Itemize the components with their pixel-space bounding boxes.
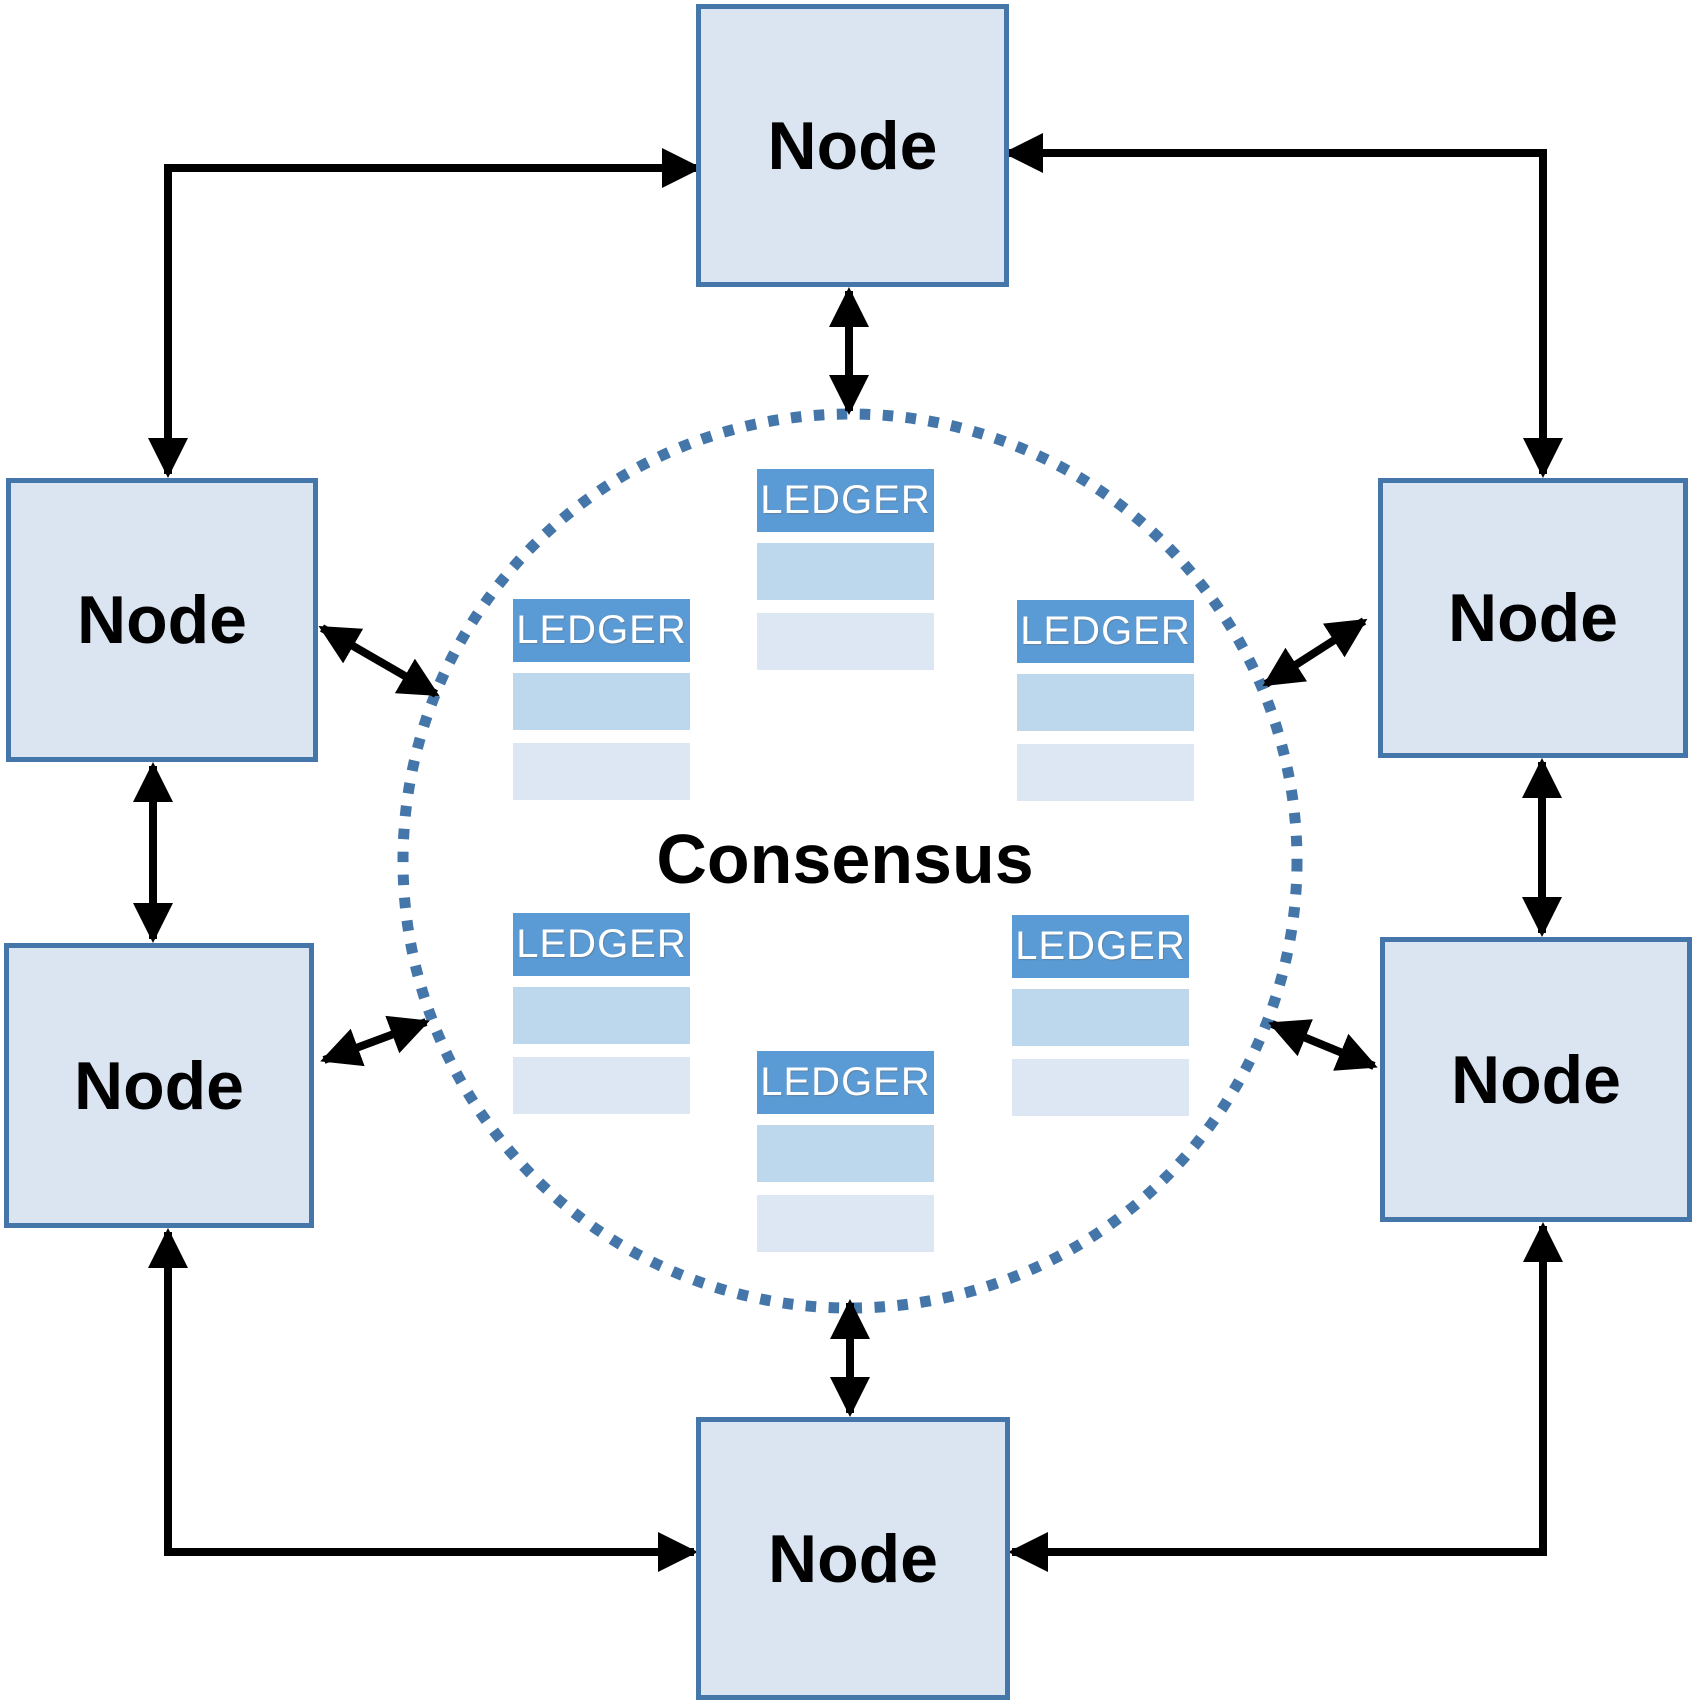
- ledger-header: LEDGER: [1012, 915, 1189, 978]
- connector-left-upper-node-to-circle: [318, 624, 440, 698]
- connector-bottom-node-to-right-lower-node: [1008, 1222, 1563, 1572]
- ledger-row: [513, 743, 690, 800]
- ledger-table-top: LEDGER: [757, 469, 934, 670]
- connector-top-node-to-left-upper-node: [148, 148, 702, 478]
- ledger-row: [1017, 744, 1194, 801]
- connector-right-lower-node-to-circle: [1268, 1019, 1378, 1071]
- node-box-top: Node: [696, 4, 1009, 287]
- ledger-row: [757, 613, 934, 670]
- ledger-row: [757, 1125, 934, 1182]
- ledger-header: LEDGER: [513, 913, 690, 976]
- connector-left-lower-node-to-circle: [320, 1015, 430, 1067]
- connector-right-upper-node-to-circle: [1262, 617, 1368, 688]
- node-label: Node: [77, 582, 247, 658]
- ledger-row: [513, 673, 690, 730]
- ledger-table-upper-left: LEDGER: [513, 599, 690, 800]
- ledger-table-lower-left: LEDGER: [513, 913, 690, 1114]
- node-box-bottom: Node: [696, 1417, 1010, 1700]
- ledger-row: [1012, 989, 1189, 1046]
- node-box-left-upper: Node: [6, 478, 318, 762]
- ledger-row: [1017, 674, 1194, 731]
- consensus-label: Consensus: [656, 820, 1034, 898]
- ledger-row: [1012, 1059, 1189, 1116]
- node-label: Node: [768, 1520, 938, 1597]
- ledger-row: [513, 987, 690, 1044]
- ledger-header: LEDGER: [513, 599, 690, 662]
- ledger-table-lower-right: LEDGER: [1012, 915, 1189, 1116]
- ledger-row: [757, 543, 934, 600]
- ledger-row: [513, 1057, 690, 1114]
- ledger-header: LEDGER: [757, 469, 934, 532]
- node-box-right-upper: Node: [1378, 478, 1688, 758]
- connector-left-lower-node-to-bottom-node: [148, 1228, 698, 1572]
- ledger-table-upper-right: LEDGER: [1017, 600, 1194, 801]
- ledger-row: [757, 1195, 934, 1252]
- node-box-left-lower: Node: [4, 943, 314, 1228]
- node-label: Node: [74, 1047, 244, 1124]
- ledger-header: LEDGER: [757, 1051, 934, 1114]
- node-label: Node: [1451, 1041, 1621, 1118]
- ledger-table-bottom: LEDGER: [757, 1051, 934, 1252]
- connector-top-node-to-right-upper-node: [1003, 133, 1563, 478]
- ledger-header: LEDGER: [1017, 600, 1194, 663]
- node-box-right-lower: Node: [1380, 937, 1692, 1222]
- node-label: Node: [767, 107, 938, 184]
- consensus-boundary-circle: [397, 408, 1303, 1314]
- node-label: Node: [1448, 580, 1618, 656]
